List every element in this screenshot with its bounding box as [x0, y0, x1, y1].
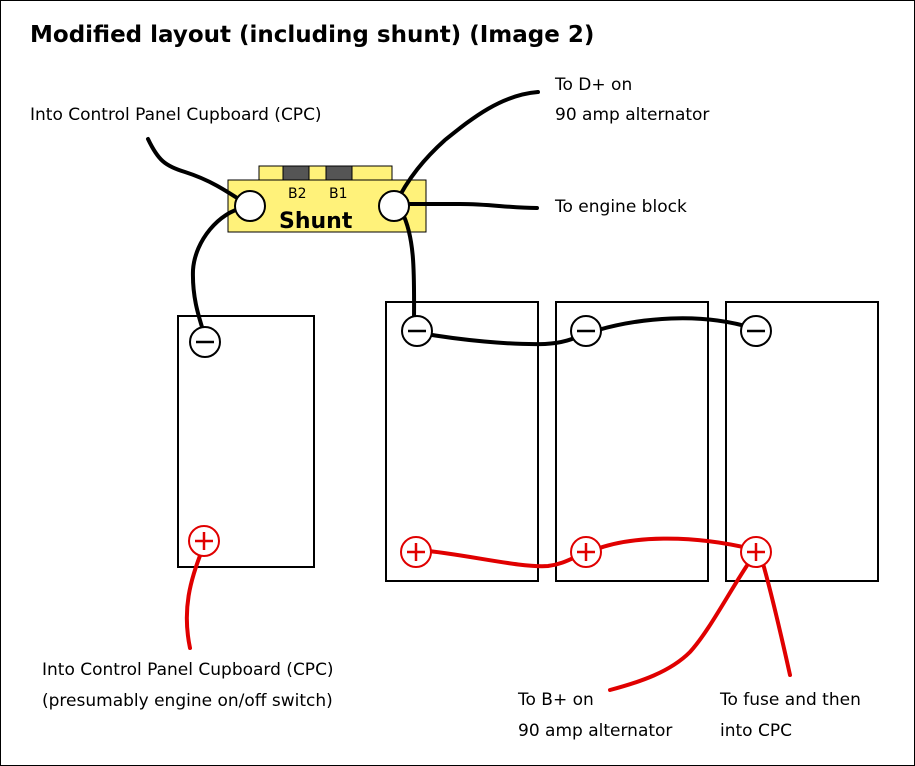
leisure-battery-2: [555, 301, 709, 582]
leisure-battery-1: [385, 301, 539, 582]
wire-shunt-b2-to-starter-negative: [190, 206, 245, 342]
wire-engine-block: [408, 202, 539, 210]
wire-shunt-b1-to-leisure-negative: [400, 210, 417, 330]
leisure-battery-1-positive-terminal: [400, 536, 432, 568]
starter-battery-positive-terminal: [188, 525, 220, 557]
shunt-terminal-b1: [378, 190, 410, 222]
shunt-terminal-b2-label: B2: [288, 186, 307, 202]
wire-cpc-to-shunt: [146, 137, 250, 207]
label-cpc-bottom-line2: (presumably engine on/off switch): [42, 691, 333, 711]
wire-d-plus-to-shunt: [393, 90, 540, 207]
wire-starter-positive-to-cpc: [184, 546, 205, 650]
wire-fuse-to-cpc: [760, 558, 792, 677]
label-fuse-line1: To fuse and then: [719, 690, 861, 710]
shunt-label: Shunt: [279, 209, 353, 234]
wire-negative-link-2-3: [596, 316, 754, 332]
diagram-title: Modified layout (including shunt) (Image…: [30, 22, 594, 48]
leisure-battery-2-positive-terminal: [570, 536, 602, 568]
label-d-plus-line1: To D+ on: [554, 75, 632, 95]
leisure-battery-3: [725, 301, 879, 582]
starter-battery: [177, 315, 315, 568]
wire-b-plus-alternator: [608, 556, 754, 692]
leisure-battery-3-negative-terminal: [740, 315, 772, 347]
leisure-battery-3-positive-terminal: [740, 536, 772, 568]
shunt-terminal-b1-label: B1: [329, 186, 348, 202]
leisure-battery-2-negative-terminal: [570, 315, 602, 347]
wire-positive-link-2-3: [592, 536, 754, 552]
label-b-plus-line2: 90 amp alternator: [518, 721, 672, 741]
starter-battery-negative-terminal: [189, 326, 221, 358]
label-b-plus-line1: To B+ on: [517, 690, 594, 710]
shunt-terminal-b2: [234, 190, 266, 222]
label-cpc-bottom-line1: Into Control Panel Cupboard (CPC): [42, 660, 334, 680]
shunt-block-b1: [325, 165, 353, 182]
leisure-battery-1-negative-terminal: [401, 315, 433, 347]
label-engine-block: To engine block: [554, 197, 687, 217]
label-cpc-top: Into Control Panel Cupboard (CPC): [30, 105, 322, 125]
label-fuse-line2: into CPC: [720, 721, 792, 741]
shunt-block-b2: [282, 165, 310, 182]
label-d-plus-line2: 90 amp alternator: [555, 105, 709, 125]
